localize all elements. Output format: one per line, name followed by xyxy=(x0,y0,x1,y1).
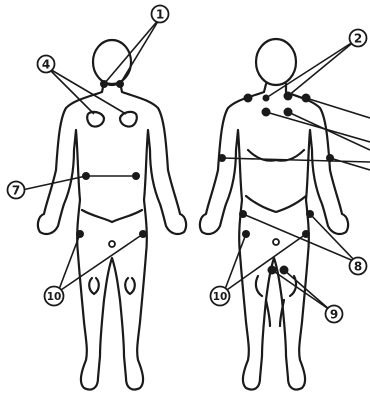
points xyxy=(76,80,334,275)
point-center-front xyxy=(109,241,115,247)
point-center-back xyxy=(273,239,279,245)
svg-text:9: 9 xyxy=(330,308,338,322)
svg-text:10: 10 xyxy=(47,291,62,303)
svg-text:7: 7 xyxy=(12,184,20,198)
label-10-left: 10 xyxy=(45,287,64,306)
svg-text:4: 4 xyxy=(42,58,50,72)
front-figure xyxy=(38,40,186,390)
label-10-right: 10 xyxy=(211,287,230,306)
label-2: 2 xyxy=(350,30,367,47)
back-figure xyxy=(200,39,348,390)
label-8: 8 xyxy=(350,258,367,275)
label-4: 4 xyxy=(38,56,55,73)
point-2-a xyxy=(244,94,253,103)
svg-text:10: 10 xyxy=(213,291,228,303)
svg-text:1: 1 xyxy=(156,8,164,22)
label-9: 9 xyxy=(326,306,343,323)
svg-text:8: 8 xyxy=(354,260,362,274)
label-7: 7 xyxy=(8,182,25,199)
label-1: 1 xyxy=(152,6,169,23)
svg-text:2: 2 xyxy=(354,32,362,46)
